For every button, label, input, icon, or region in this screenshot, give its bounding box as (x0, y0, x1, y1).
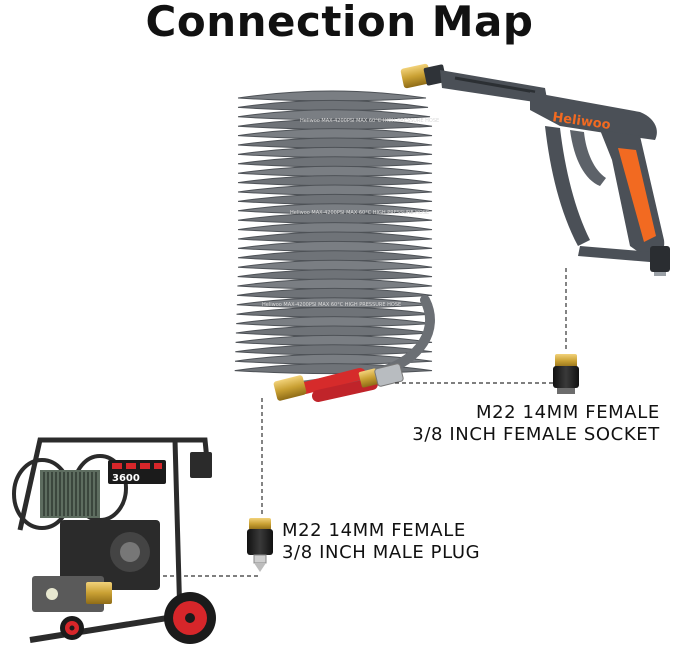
gun-brass-coupler (400, 63, 432, 89)
connection-lines (150, 268, 567, 577)
hose-loop (237, 222, 433, 234)
socket-label-line2: 3/8 INCH FEMALE SOCKET (412, 424, 660, 445)
hose-print-3: Heliwoo MAX-4200PSI MAX 60°C HIGH PRESSU… (262, 302, 401, 308)
male-plug-fitting (247, 518, 273, 572)
socket-brass-top (555, 354, 577, 368)
reel-hose-wraps (43, 472, 97, 516)
spray-gun: Heliwoo (400, 63, 670, 276)
hose-loop (237, 99, 429, 111)
gun-inlet-fitting (650, 246, 670, 272)
socket-label-line1: M22 14MM FEMALE (476, 402, 660, 423)
hose-print-1: Heliwoo MAX-4200PSI MAX 60°C HIGH PRESSU… (300, 118, 439, 124)
hose-loop (236, 316, 433, 328)
hose-loop (237, 287, 433, 299)
hose-print-2: Heliwoo MAX-4200PSI MAX 60°C HIGH PRESSU… (290, 210, 429, 216)
plug-label-line1: M22 14MM FEMALE (282, 520, 466, 541)
hose-loop (237, 203, 433, 215)
plug-body (247, 529, 273, 555)
hose-loop (237, 269, 433, 281)
hose-loop (234, 353, 433, 365)
hose-loop (235, 325, 433, 337)
hose-loop (237, 212, 433, 224)
plug-label: M22 14MM FEMALE 3/8 INCH MALE PLUG (282, 520, 480, 564)
pressure-washer-machine: 3600 (12, 437, 216, 644)
hose-loop (237, 278, 433, 290)
hose-loop (237, 240, 433, 252)
hose-loop (237, 90, 427, 102)
plug-label-line2: 3/8 INCH MALE PLUG (282, 542, 481, 563)
hose-loop (237, 175, 433, 187)
hose-loop (237, 184, 433, 196)
hose-loop (235, 334, 433, 346)
hose-loop (237, 137, 433, 149)
hose-printed-text: Heliwoo MAX-4200PSI MAX 60°C HIGH PRESSU… (262, 118, 439, 308)
gun-grip-accent (618, 148, 656, 242)
plug-brass-top (249, 518, 271, 530)
pump-brass-manifold (86, 582, 112, 604)
hose-coil: Heliwoo MAX-4200PSI MAX 60°C HIGH PRESSU… (234, 90, 439, 402)
female-socket-fitting (553, 354, 579, 394)
hose-loop (237, 118, 433, 130)
hose-loop (237, 193, 433, 205)
hose-brass-end-left (273, 375, 307, 401)
hose-loop (237, 128, 433, 140)
hose-coil-loops (234, 90, 433, 375)
hose-loop (237, 259, 433, 271)
hose-loop (237, 146, 433, 158)
hose-loop (237, 250, 433, 262)
hose-loop (236, 306, 433, 318)
hose-loop (237, 231, 433, 243)
machine-display-panel (108, 460, 166, 484)
machine-psi-label: 3600 (112, 473, 140, 484)
socket-label: M22 14MM FEMALE 3/8 INCH FEMALE SOCKET (412, 402, 660, 446)
socket-body (553, 366, 579, 388)
hose-loop (237, 165, 433, 177)
red-hose-cover-1 (299, 368, 366, 394)
hose-swivel-end (374, 363, 404, 387)
hose-loop (237, 156, 433, 168)
hose-loop (237, 109, 431, 121)
hose-loop (235, 344, 433, 356)
hose-brass-end-right (358, 368, 380, 388)
page-title: Connection Map (145, 0, 534, 46)
